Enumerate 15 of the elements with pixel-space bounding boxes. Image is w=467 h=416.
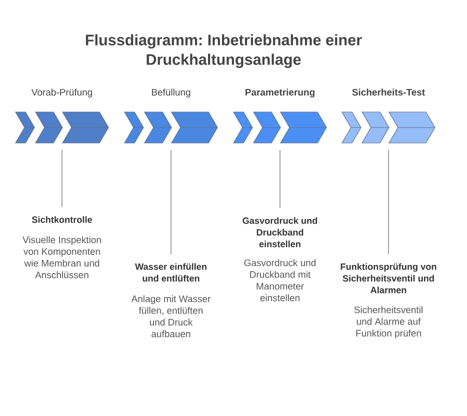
phase-heading: Sicherheits-Test bbox=[352, 88, 425, 96]
phase-heading: Vorab-Prüfung bbox=[31, 88, 92, 98]
step-title: Gasvordruck und Druckband einstellen bbox=[242, 217, 318, 248]
phase-heading: Befüllung bbox=[152, 88, 190, 98]
step-title: Sichtkontrolle bbox=[32, 216, 92, 223]
step-description: Gasvordruck und Druckband mit Manometer einstellen bbox=[244, 259, 316, 302]
step-description: Visuelle Inspektion von Komponenten wie Membran und Anschlüssen bbox=[22, 236, 101, 278]
diagram-title: Flussdiagramm: Inbetriebnahme einer Druckhaltungsanlage bbox=[86, 34, 362, 68]
step-title: Funktionsprüfung von Sicherheitsventil und Alarmen bbox=[340, 263, 436, 294]
phase-heading: Parametrierung bbox=[246, 88, 314, 98]
step-title: Wasser einfüllen und entlüften bbox=[135, 263, 206, 282]
step-description: Sicherheitsventil und Alarme auf Funktion prüfen bbox=[354, 306, 422, 338]
step-description: Anlage mit Wasser füllen, entlüften und Druck aufbauen bbox=[131, 295, 211, 338]
connector-line bbox=[170, 150, 172, 254]
connector-line bbox=[388, 150, 389, 254]
